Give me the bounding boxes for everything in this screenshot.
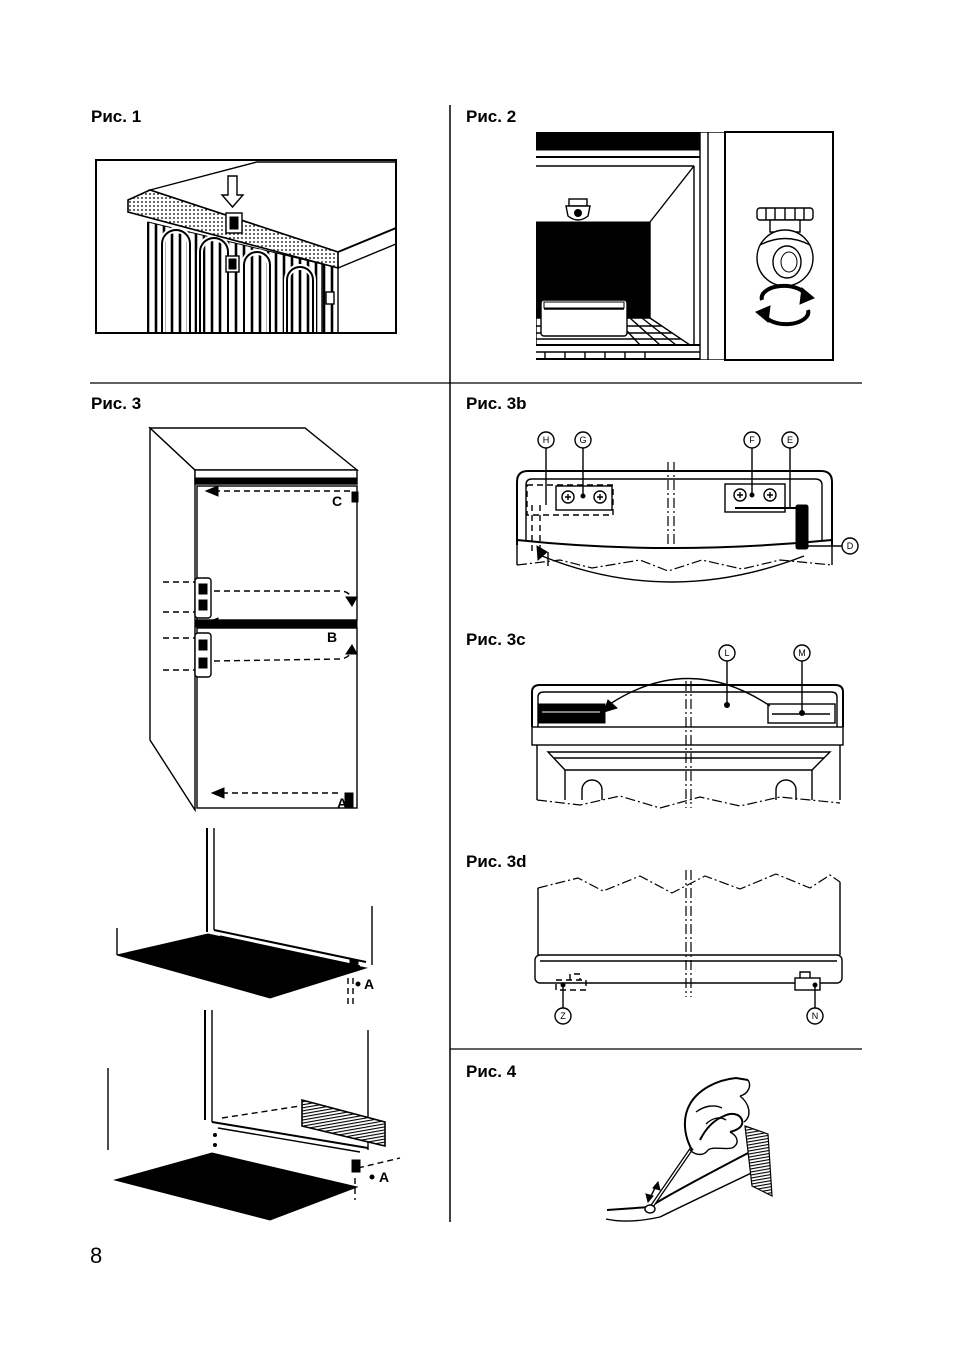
hand-illustration [684,1076,751,1156]
svg-text:E: E [787,435,793,445]
ventilation-brush [301,1098,386,1148]
svg-text:L: L [724,648,729,658]
figure-3b-illustration: H G F E D [516,431,859,583]
callout-b: B [327,629,337,645]
ceiling-lamp-icon [565,198,591,221]
food-dish [540,299,628,337]
lamp-cover-icon [756,207,814,287]
callout-d: D [808,537,859,555]
page-dividers [90,105,862,1222]
rotate-arrows-icon [755,283,815,327]
svg-text:Z: Z [560,1011,566,1021]
door-hinges [194,577,212,678]
figure-4-illustration [605,1076,773,1222]
svg-text:M: M [798,648,806,658]
figure-3d-illustration: Z N [534,870,843,1025]
coil-arches [159,227,316,332]
svg-text:D: D [847,541,854,551]
figure-1-label: Рис. 1 [91,107,141,126]
callout-c: C [332,493,342,509]
callout-f: F [743,431,761,498]
door-reversal-arrows [204,485,358,799]
arrow-down-icon [220,175,245,209]
figure-3-plinth-detail-1: A [116,828,374,1008]
page-number: 8 [90,1243,102,1268]
callout-z: Z [554,982,572,1025]
figure-3d-label: Рис. 3d [466,852,527,871]
callout-m: M [793,644,811,716]
motion-arrows-icon [645,1180,661,1204]
svg-text:H: H [543,435,550,445]
callout-g: G [574,431,592,499]
callout-e: E [781,431,799,508]
figure-3c-label: Рис. 3c [466,630,526,649]
figure-3c-illustration: L M [531,644,844,809]
callout-h: H [537,431,555,505]
figure-4-label: Рис. 4 [466,1062,517,1081]
callout-a-plinth-1: A [364,976,374,992]
shelf-rail-dashes [544,352,646,359]
figure-3-plinth-detail-2: A [107,1010,401,1221]
svg-text:N: N [812,1011,819,1021]
callout-a-door: A [337,795,347,811]
figure-2-label: Рис. 2 [466,107,516,126]
figure-3b-label: Рис. 3b [466,394,527,413]
figure-1-illustration [95,159,397,334]
callout-a-plinth-2: A [379,1169,389,1185]
figure-3-fridge-illustration: C B A [148,426,359,813]
callout-n: N [806,982,824,1025]
svg-text:F: F [749,435,755,445]
svg-text:G: G [579,435,586,445]
figure-2-illustration [536,131,834,361]
figure-3-label: Рис. 3 [91,394,141,413]
gasket-hatch [744,1125,773,1198]
callout-l: L [718,644,736,708]
